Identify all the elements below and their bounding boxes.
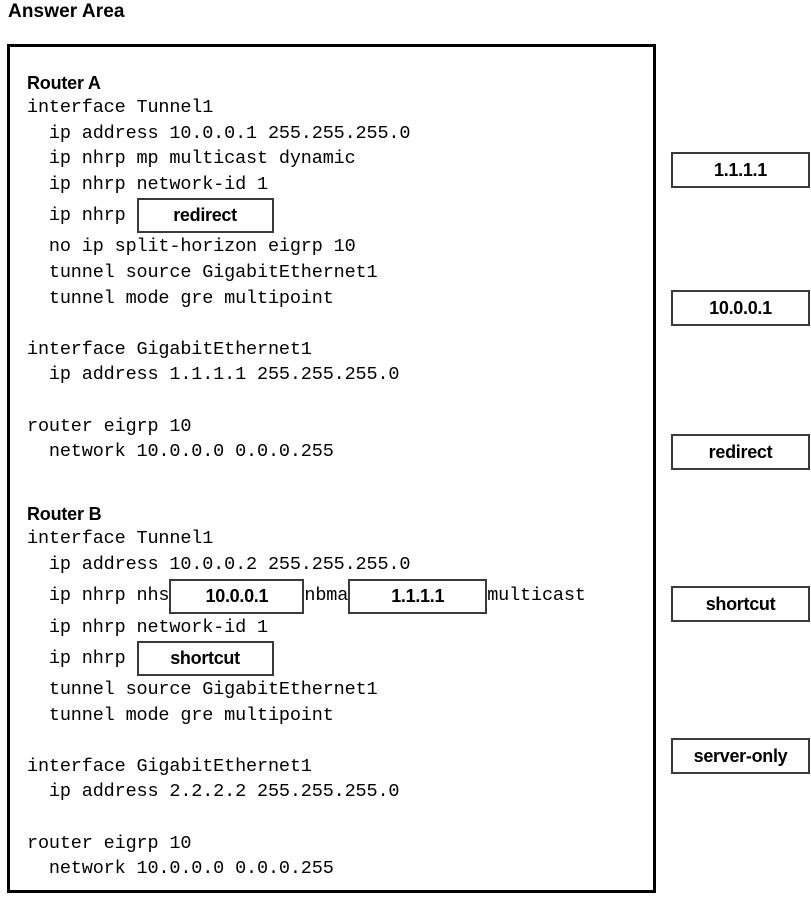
config-content: Router A interface Tunnel1 ip address 10… (27, 71, 651, 890)
router-b-config-line-4: tunnel mode gre multipoint (27, 704, 334, 726)
router-a-nhrp-drop-target[interactable]: redirect (136, 198, 274, 234)
option-token-2[interactable]: 10.0.0.1 (671, 290, 810, 326)
router-b-label: Router B (27, 504, 102, 525)
blank-line (27, 388, 651, 414)
router-a-config-line-1: interface Tunnel1 (27, 97, 214, 118)
router-b-eigrp-line-1: router eigrp 10 (27, 832, 192, 854)
router-b-nhrp-prefix: ip nhrp (27, 647, 137, 669)
option-token-3[interactable]: redirect (671, 434, 810, 470)
page-title: Answer Area (8, 1, 125, 22)
router-b-nbma-drop-target[interactable]: 1.1.1.1 (348, 578, 488, 614)
router-a-interface-line-2: ip address 1.1.1.1 255.255.255.0 (27, 364, 400, 386)
router-a-config-line-5: no ip split-horizon eigrp 10 (27, 236, 356, 258)
router-a-eigrp-line-1: router eigrp 10 (27, 415, 192, 437)
router-a-config-line-3: ip nhrp mp multicast dynamic (27, 148, 356, 170)
router-b-eigrp-line-2: network 10.0.0.0 0.0.0.255 (27, 858, 334, 880)
blank-line (27, 728, 651, 754)
blank-line (27, 465, 651, 491)
option-token-5[interactable]: server-only (671, 738, 810, 774)
blank-line (27, 490, 651, 502)
answer-area-panel: Router A interface Tunnel1 ip address 10… (7, 44, 656, 893)
router-b-nhs-prefix: ip nhrp nhs (27, 585, 170, 607)
router-a-config-line-7: tunnel mode gre multipoint (27, 287, 334, 309)
router-a-nhrp-row: ip nhrp redirect (27, 197, 651, 234)
router-a-label: Router A (27, 73, 101, 93)
router-a-eigrp-line-2: network 10.0.0.0 0.0.0.255 (27, 441, 334, 463)
router-b-interface-line-2: ip address 2.2.2.2 255.255.255.0 (27, 781, 400, 803)
blank-line (27, 805, 651, 831)
router-a-config-line-4: ip nhrp network-id 1 (27, 173, 268, 195)
option-token-1[interactable]: 1.1.1.1 (671, 152, 810, 188)
router-b-nhrp-row: ip nhrp shortcut (27, 640, 651, 677)
option-token-4[interactable]: shortcut (671, 586, 810, 622)
router-b-nbma-keyword: nbma (304, 585, 349, 607)
router-b-config-line-2: ip address 10.0.0.2 255.255.255.0 (27, 553, 411, 575)
router-b-nhs-row: ip nhrp nhs 10.0.0.1 nbma 1.1.1.1 multic… (27, 578, 651, 615)
router-a-nhrp-prefix: ip nhrp (27, 205, 137, 227)
router-a-interface-line-1: interface GigabitEthernet1 (27, 338, 312, 360)
router-b-nhrp-drop-target[interactable]: shortcut (136, 641, 274, 677)
router-b-network-id-line: ip nhrp network-id 1 (27, 616, 268, 638)
router-b-config-line-3: tunnel source GigabitEthernet1 (27, 679, 378, 701)
router-b-multicast-keyword: multicast (487, 585, 586, 607)
router-b-interface-line-1: interface GigabitEthernet1 (27, 755, 312, 777)
router-b-config-line-1: interface Tunnel1 (27, 528, 214, 550)
router-a-config-line-2: ip address 10.0.0.1 255.255.255.0 (27, 122, 411, 144)
router-a-config-line-6: tunnel source GigabitEthernet1 (27, 261, 378, 283)
blank-line (27, 311, 651, 337)
router-b-nhs-drop-target[interactable]: 10.0.0.1 (169, 578, 305, 614)
